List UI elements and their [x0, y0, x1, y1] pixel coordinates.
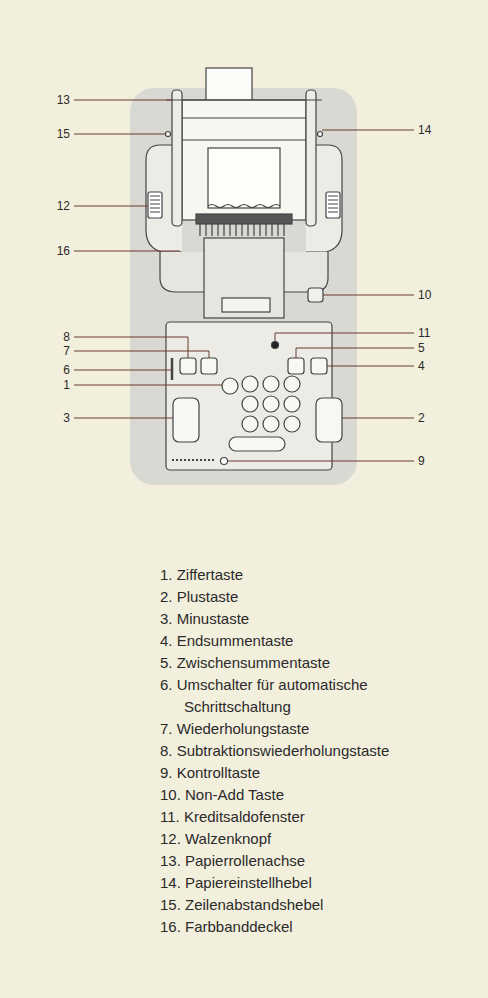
legend-item: 4. Endsummentaste: [160, 630, 488, 652]
legend-item: 12. Walzenknopf: [160, 828, 488, 850]
callout-number: 7: [63, 344, 70, 358]
callout-number: 9: [418, 454, 425, 468]
legend-item: 1. Ziffertaste: [160, 564, 488, 586]
legend-item: 10. Non-Add Taste: [160, 784, 488, 806]
legend-item: 9. Kontrolltaste: [160, 762, 488, 784]
legend-item: 16. Farbbanddeckel: [160, 916, 488, 938]
callout-number: 1: [63, 378, 70, 392]
legend-list: 1. Ziffertaste2. Plustaste3. Minustaste4…: [160, 564, 488, 938]
legend-item: 3. Minustaste: [160, 608, 488, 630]
callout-number: 12: [57, 199, 70, 213]
legend-item: 14. Papiereinstellhebel: [160, 872, 488, 894]
legend-item: 8. Subtraktionswiederholungstaste: [160, 740, 488, 762]
legend-item: 5. Zwischensummentaste: [160, 652, 488, 674]
callout-number: 16: [57, 244, 70, 258]
callout-number: 4: [418, 359, 425, 373]
callout-number: 2: [418, 411, 425, 425]
legend-item: 6. Umschalter für automatische Schrittsc…: [160, 674, 420, 718]
callout-number: 10: [418, 288, 431, 302]
callout-number: 14: [418, 123, 431, 137]
callout-number: 13: [57, 93, 70, 107]
callout-number: 6: [63, 363, 70, 377]
legend-item: 7. Wiederholungstaste: [160, 718, 488, 740]
callout-number: 5: [418, 341, 425, 355]
callout-number: 11: [418, 326, 430, 340]
callout-number: 15: [57, 127, 70, 141]
callout-number: 8: [63, 330, 70, 344]
legend-item: 13. Papierrollenachse: [160, 850, 488, 872]
legend-item: 15. Zeilenabstandshebel: [160, 894, 488, 916]
legend-item: 11. Kreditsaldofenster: [160, 806, 488, 828]
legend-item: 2. Plustaste: [160, 586, 488, 608]
callout-number: 3: [63, 411, 70, 425]
